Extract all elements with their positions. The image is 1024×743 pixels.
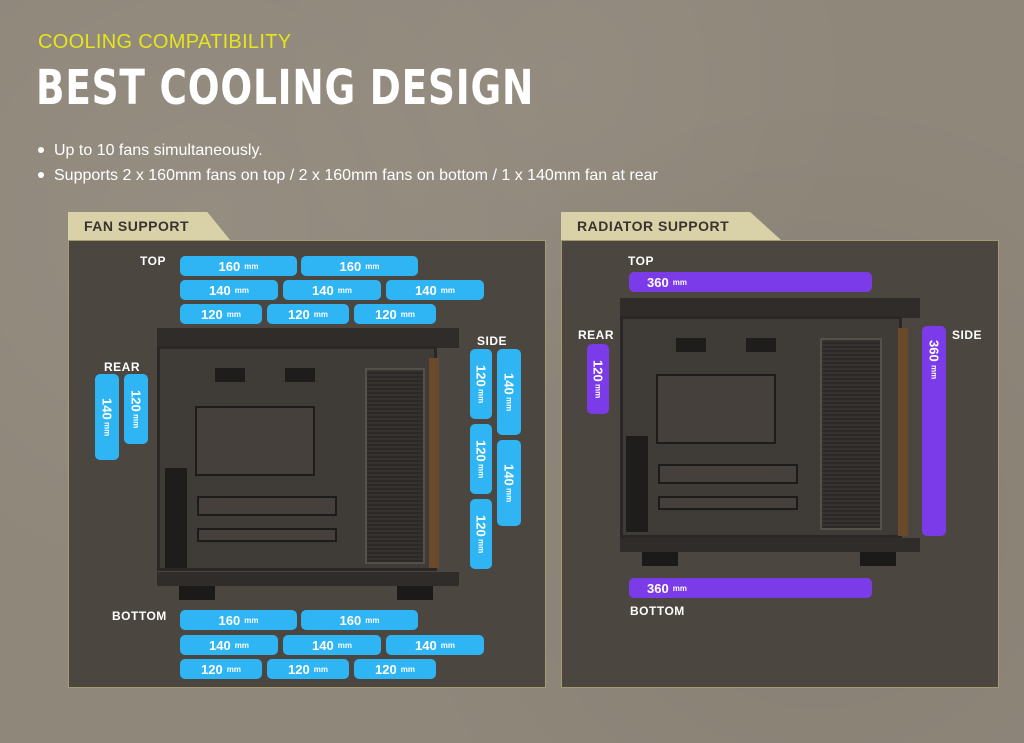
fan-support-tab: FAN SUPPORT bbox=[68, 212, 230, 240]
feature-bullet: Supports 2 x 160mm fans on top / 2 x 160… bbox=[38, 163, 658, 188]
fan-bottom-label: BOTTOM bbox=[112, 609, 167, 623]
feature-list: Up to 10 fans simultaneously. Supports 2… bbox=[38, 138, 658, 188]
fan-side-label: SIDE bbox=[477, 334, 508, 348]
radiator-bottom-label: BOTTOM bbox=[630, 604, 685, 618]
page-title: BEST COOLING DESIGN bbox=[36, 60, 535, 116]
fan-rear-label: REAR bbox=[104, 360, 141, 374]
section-subtitle: COOLING COMPATIBILITY bbox=[38, 31, 292, 53]
feature-bullet: Up to 10 fans simultaneously. bbox=[38, 138, 658, 163]
case-side-view-radiator bbox=[620, 298, 920, 570]
radiator-rear-label: REAR bbox=[578, 328, 615, 342]
fan-top-label: TOP bbox=[140, 254, 166, 268]
radiator-side-label: SIDE bbox=[952, 328, 983, 342]
radiator-top-label: TOP bbox=[628, 254, 654, 268]
case-side-view-fan bbox=[157, 328, 459, 603]
radiator-support-tab: RADIATOR SUPPORT bbox=[561, 212, 781, 240]
